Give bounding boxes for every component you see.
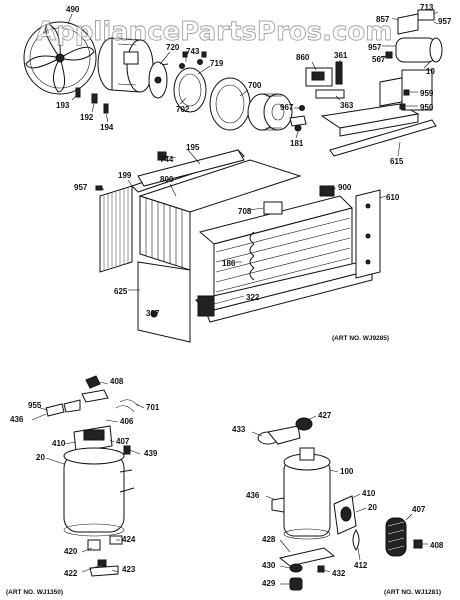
part-label: 615 [390,157,404,166]
right-part-labels: 427 433 100 436 410 20 407 412 408 428 4… [232,411,444,588]
part-label: 408 [430,541,444,550]
left-part-labels: 408 955 436 701 406 410 407 439 20 424 4… [10,377,160,578]
part-label: 361 [334,51,348,60]
control-bracket-drawing [289,61,437,157]
part-label: 20 [36,453,45,462]
part-label: 407 [116,437,130,446]
part-label: 950 [420,103,434,112]
part-label: 439 [144,449,158,458]
left-compressor-assembly: 408 955 436 701 406 410 407 439 20 424 4… [6,375,160,596]
part-label: 432 [332,569,346,578]
part-label: 625 [114,287,128,296]
part-label: 429 [262,579,276,588]
top-leader-lines [67,11,439,315]
part-label: 410 [52,439,66,448]
part-label: 700 [248,81,262,90]
part-label: 427 [318,411,332,420]
motor-mount-drawing [148,59,251,131]
right-compressor-assembly: 427 433 100 436 410 20 407 412 408 428 4… [232,411,444,596]
part-label: 713 [420,3,434,12]
part-label: 957 [438,17,452,26]
part-label: 900 [338,183,352,192]
part-label: 423 [122,565,136,574]
part-label: 412 [354,561,368,570]
part-label: 192 [80,113,94,122]
part-label: 428 [262,535,276,544]
part-label: 490 [66,5,80,14]
part-label: 567 [372,55,386,64]
part-label: 957 [368,43,382,52]
part-label: 719 [210,59,224,68]
part-label: 430 [262,561,276,570]
part-label: 181 [290,139,304,148]
part-label: 186 [222,259,236,268]
part-label: 322 [246,293,260,302]
part-label: 702 [176,105,190,114]
right-leader-lines [251,415,428,585]
watermark-text: AppliancePartsPros.com [36,17,392,47]
screw-hardware-drawing [75,51,207,114]
part-label: 743 [186,47,200,56]
art-number-top: (ART NO. WJ9285) [332,335,389,342]
part-label: 955 [28,401,42,410]
part-label: 100 [340,467,354,476]
left-leader-lines [31,381,145,573]
part-label: 857 [376,15,390,24]
part-label: 610 [386,193,400,202]
top-part-labels: 490 720 743 719 700 702 193 192 194 860 … [56,3,452,318]
part-label: 194 [100,123,114,132]
part-label: 959 [420,89,434,98]
part-label: 408 [110,377,124,386]
blower-wheel-drawing [247,93,293,131]
part-label: 199 [118,171,132,180]
part-label: 436 [246,491,260,500]
part-label: 307 [146,309,160,318]
part-label: 860 [296,53,310,62]
part-label: 720 [166,43,180,52]
part-label: 10 [426,67,435,76]
part-label: 800 [160,175,174,184]
capacitor-drawing [385,9,443,110]
part-label: 436 [10,415,24,424]
part-label: 701 [146,403,160,412]
part-label: 422 [64,569,78,578]
part-label: 433 [232,425,246,434]
part-label: 410 [362,489,376,498]
part-label: 195 [186,143,200,152]
part-label: 967 [280,103,294,112]
part-label: 420 [64,547,78,556]
part-label: 363 [340,101,354,110]
part-label: 20 [368,503,377,512]
part-label: 193 [56,101,70,110]
part-label: 406 [120,417,134,426]
part-label: 744 [160,155,174,164]
fan-motor-drawing [97,37,169,93]
art-number-left: (ART NO. WJ1350) [6,589,63,596]
part-label: 957 [74,183,88,192]
part-label: 407 [412,505,426,514]
part-label: 708 [238,207,252,216]
chassis-drawing [95,149,381,343]
fan-blade-drawing [23,21,97,95]
art-number-right: (ART NO. WJ1281) [384,589,441,596]
top-assembly: 490 720 743 719 700 702 193 192 194 860 … [23,3,452,343]
part-label: 424 [122,535,136,544]
